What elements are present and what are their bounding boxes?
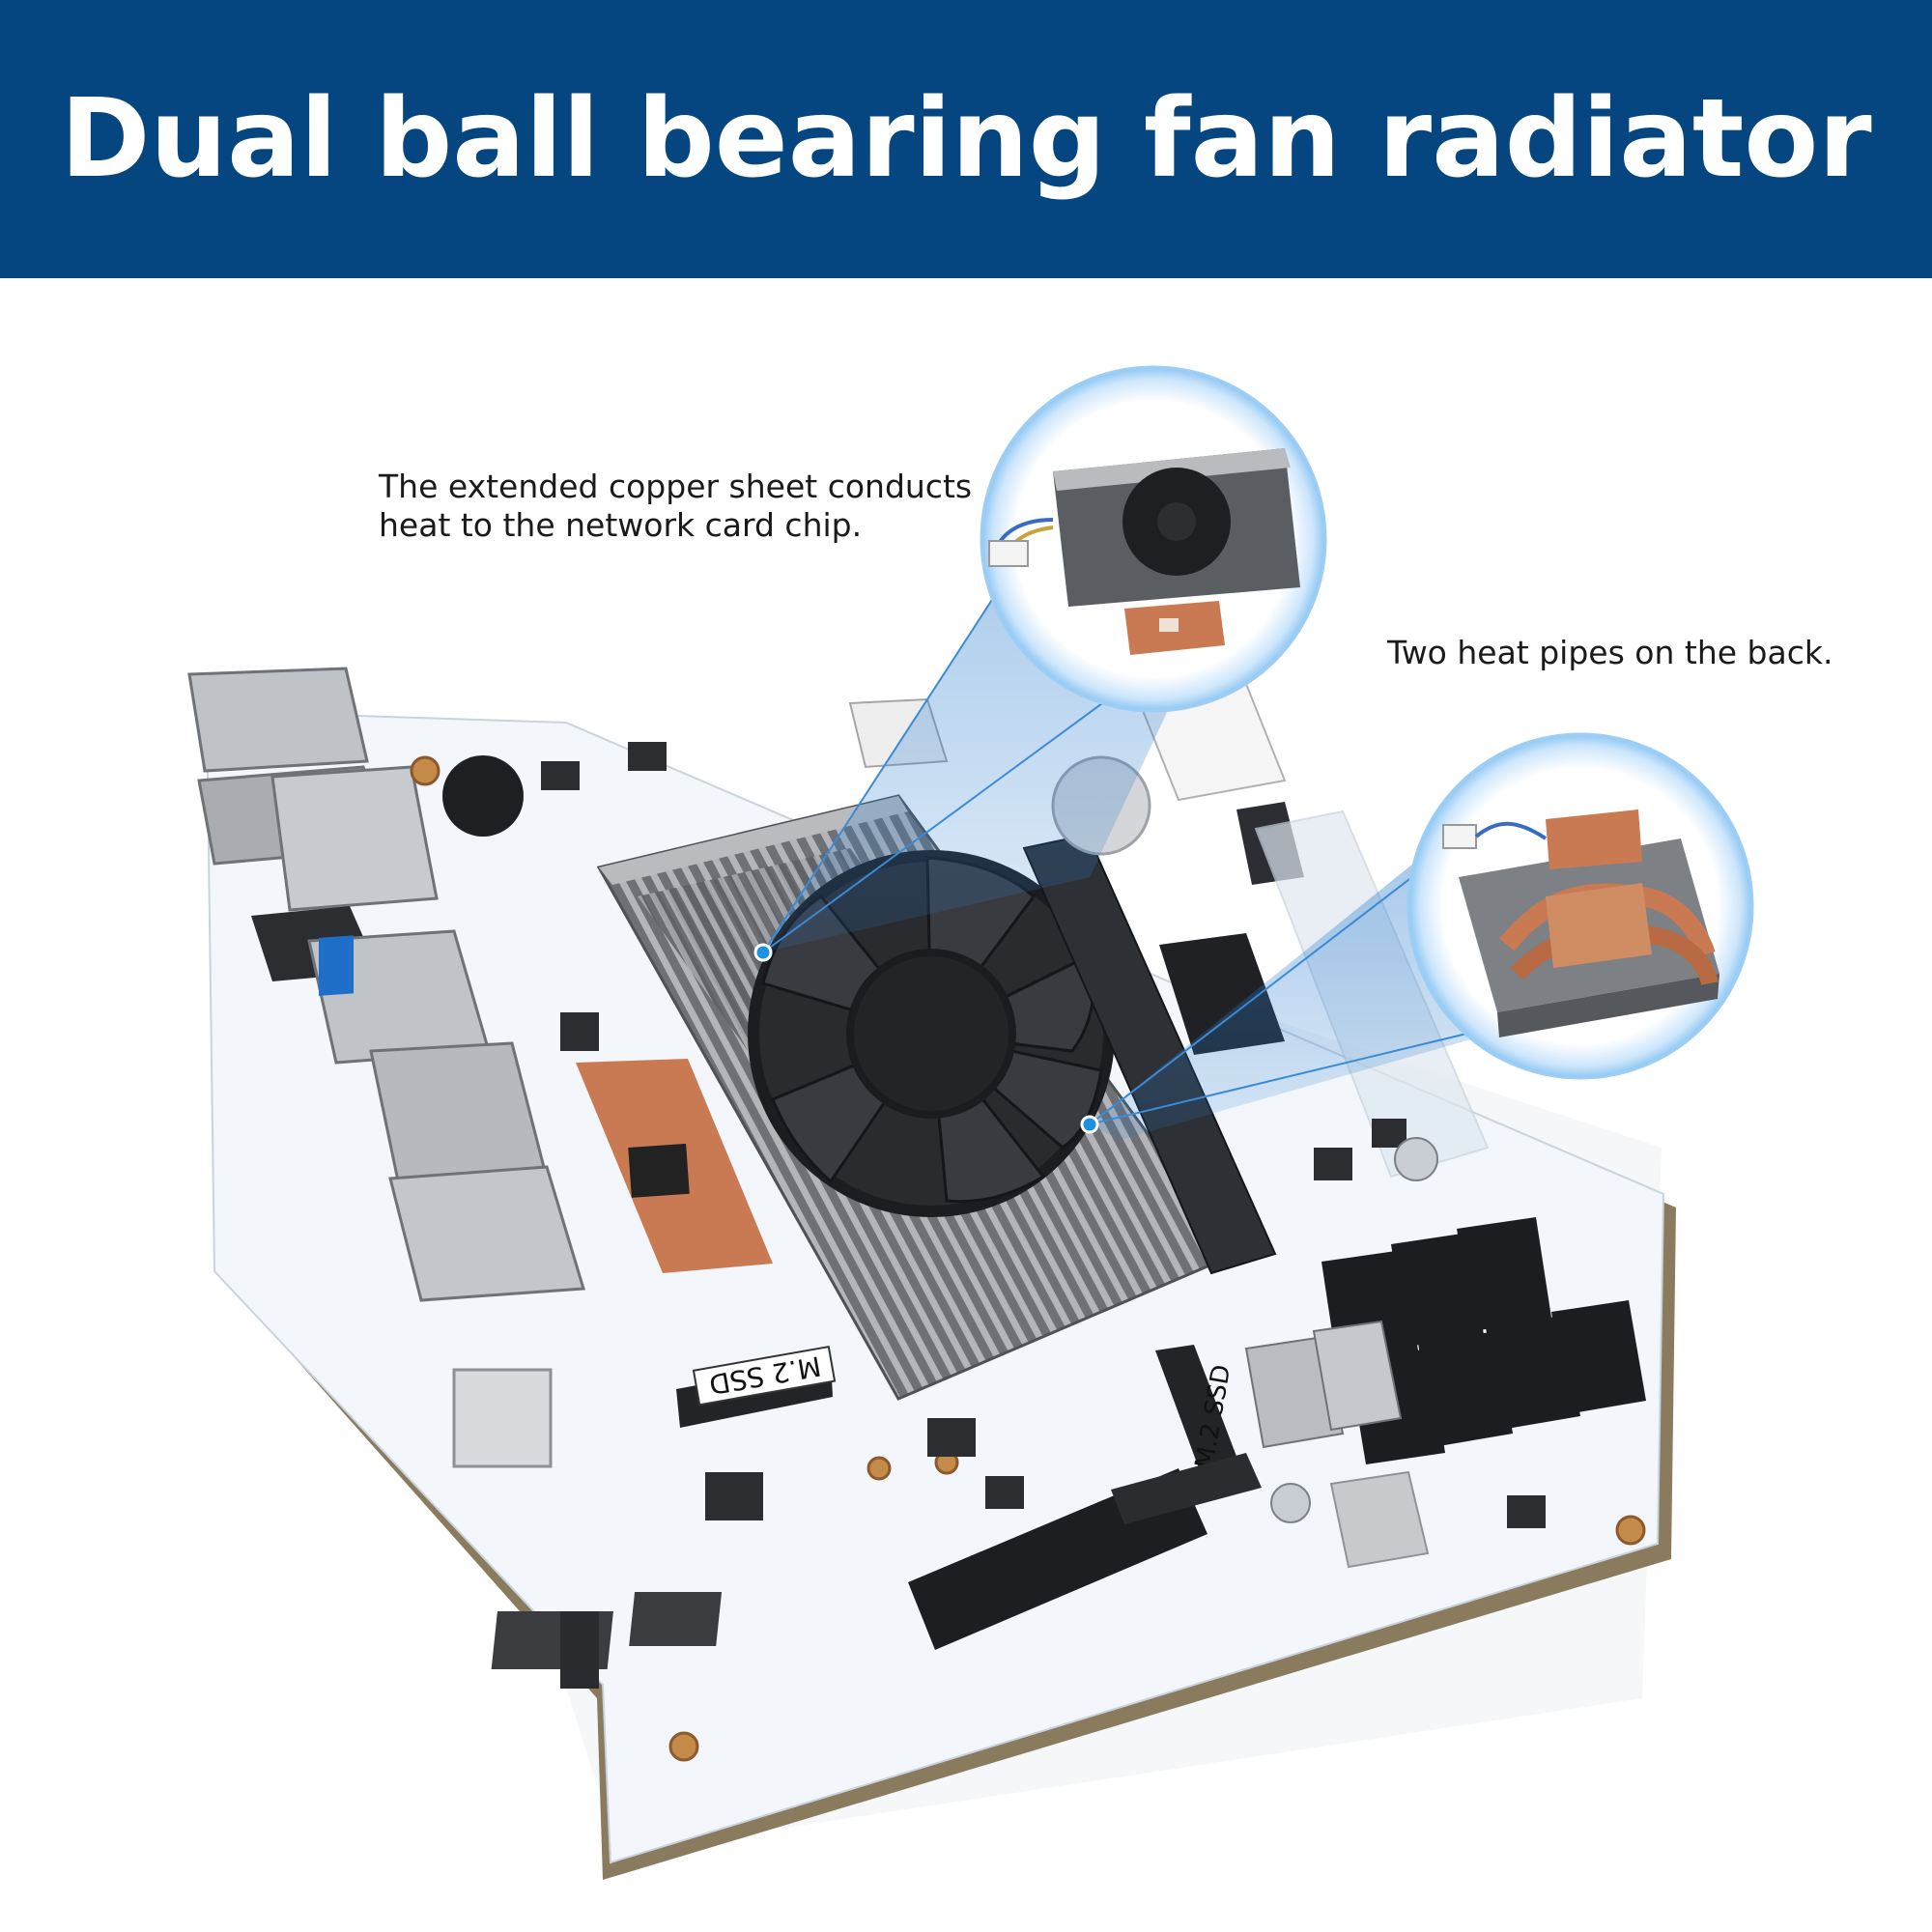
page-title: Dual ball bearing fan radiator bbox=[60, 76, 1872, 202]
internal-usb-ports bbox=[1244, 1320, 1403, 1449]
callout-heat-pipes: Two heat pipes on the back. bbox=[1387, 634, 1928, 672]
callout-copper-sheet: The extended copper sheet conducts heat … bbox=[379, 468, 978, 545]
callout-heat-pipes-text: Two heat pipes on the back. bbox=[1387, 634, 1833, 671]
zoom-circle-heat-pipes bbox=[1406, 732, 1754, 1080]
beam-dot-fan bbox=[753, 943, 773, 962]
callout-copper-line-1: The extended copper sheet conducts bbox=[379, 468, 973, 505]
callout-copper-line-2: heat to the network card chip. bbox=[379, 506, 863, 544]
m2-slot-right: M.2 SSD bbox=[1155, 1345, 1240, 1476]
header-banner: Dual ball bearing fan radiator bbox=[0, 0, 1932, 278]
front-panel-pins bbox=[491, 1592, 723, 1689]
capacitor-2 bbox=[1270, 1483, 1311, 1523]
usb-header bbox=[1111, 1453, 1262, 1524]
zoom-circle-fan-radiator bbox=[980, 365, 1327, 713]
mounting-holes bbox=[410, 755, 1646, 1762]
fan bbox=[748, 850, 1115, 1217]
board-components bbox=[541, 742, 1546, 1528]
m2-slot-left: M.2 SSD bbox=[676, 1345, 837, 1428]
rear-io-ports bbox=[187, 667, 585, 1468]
copper-sheet bbox=[576, 1059, 773, 1273]
sata-connectors bbox=[1321, 1217, 1646, 1464]
beam-dot-back bbox=[1080, 1115, 1099, 1134]
motherboard-illustration: M.2 SSD M.2 SSD bbox=[187, 365, 1754, 1880]
capacitor bbox=[1394, 1137, 1438, 1181]
chipset-heatsink bbox=[1329, 1470, 1430, 1569]
